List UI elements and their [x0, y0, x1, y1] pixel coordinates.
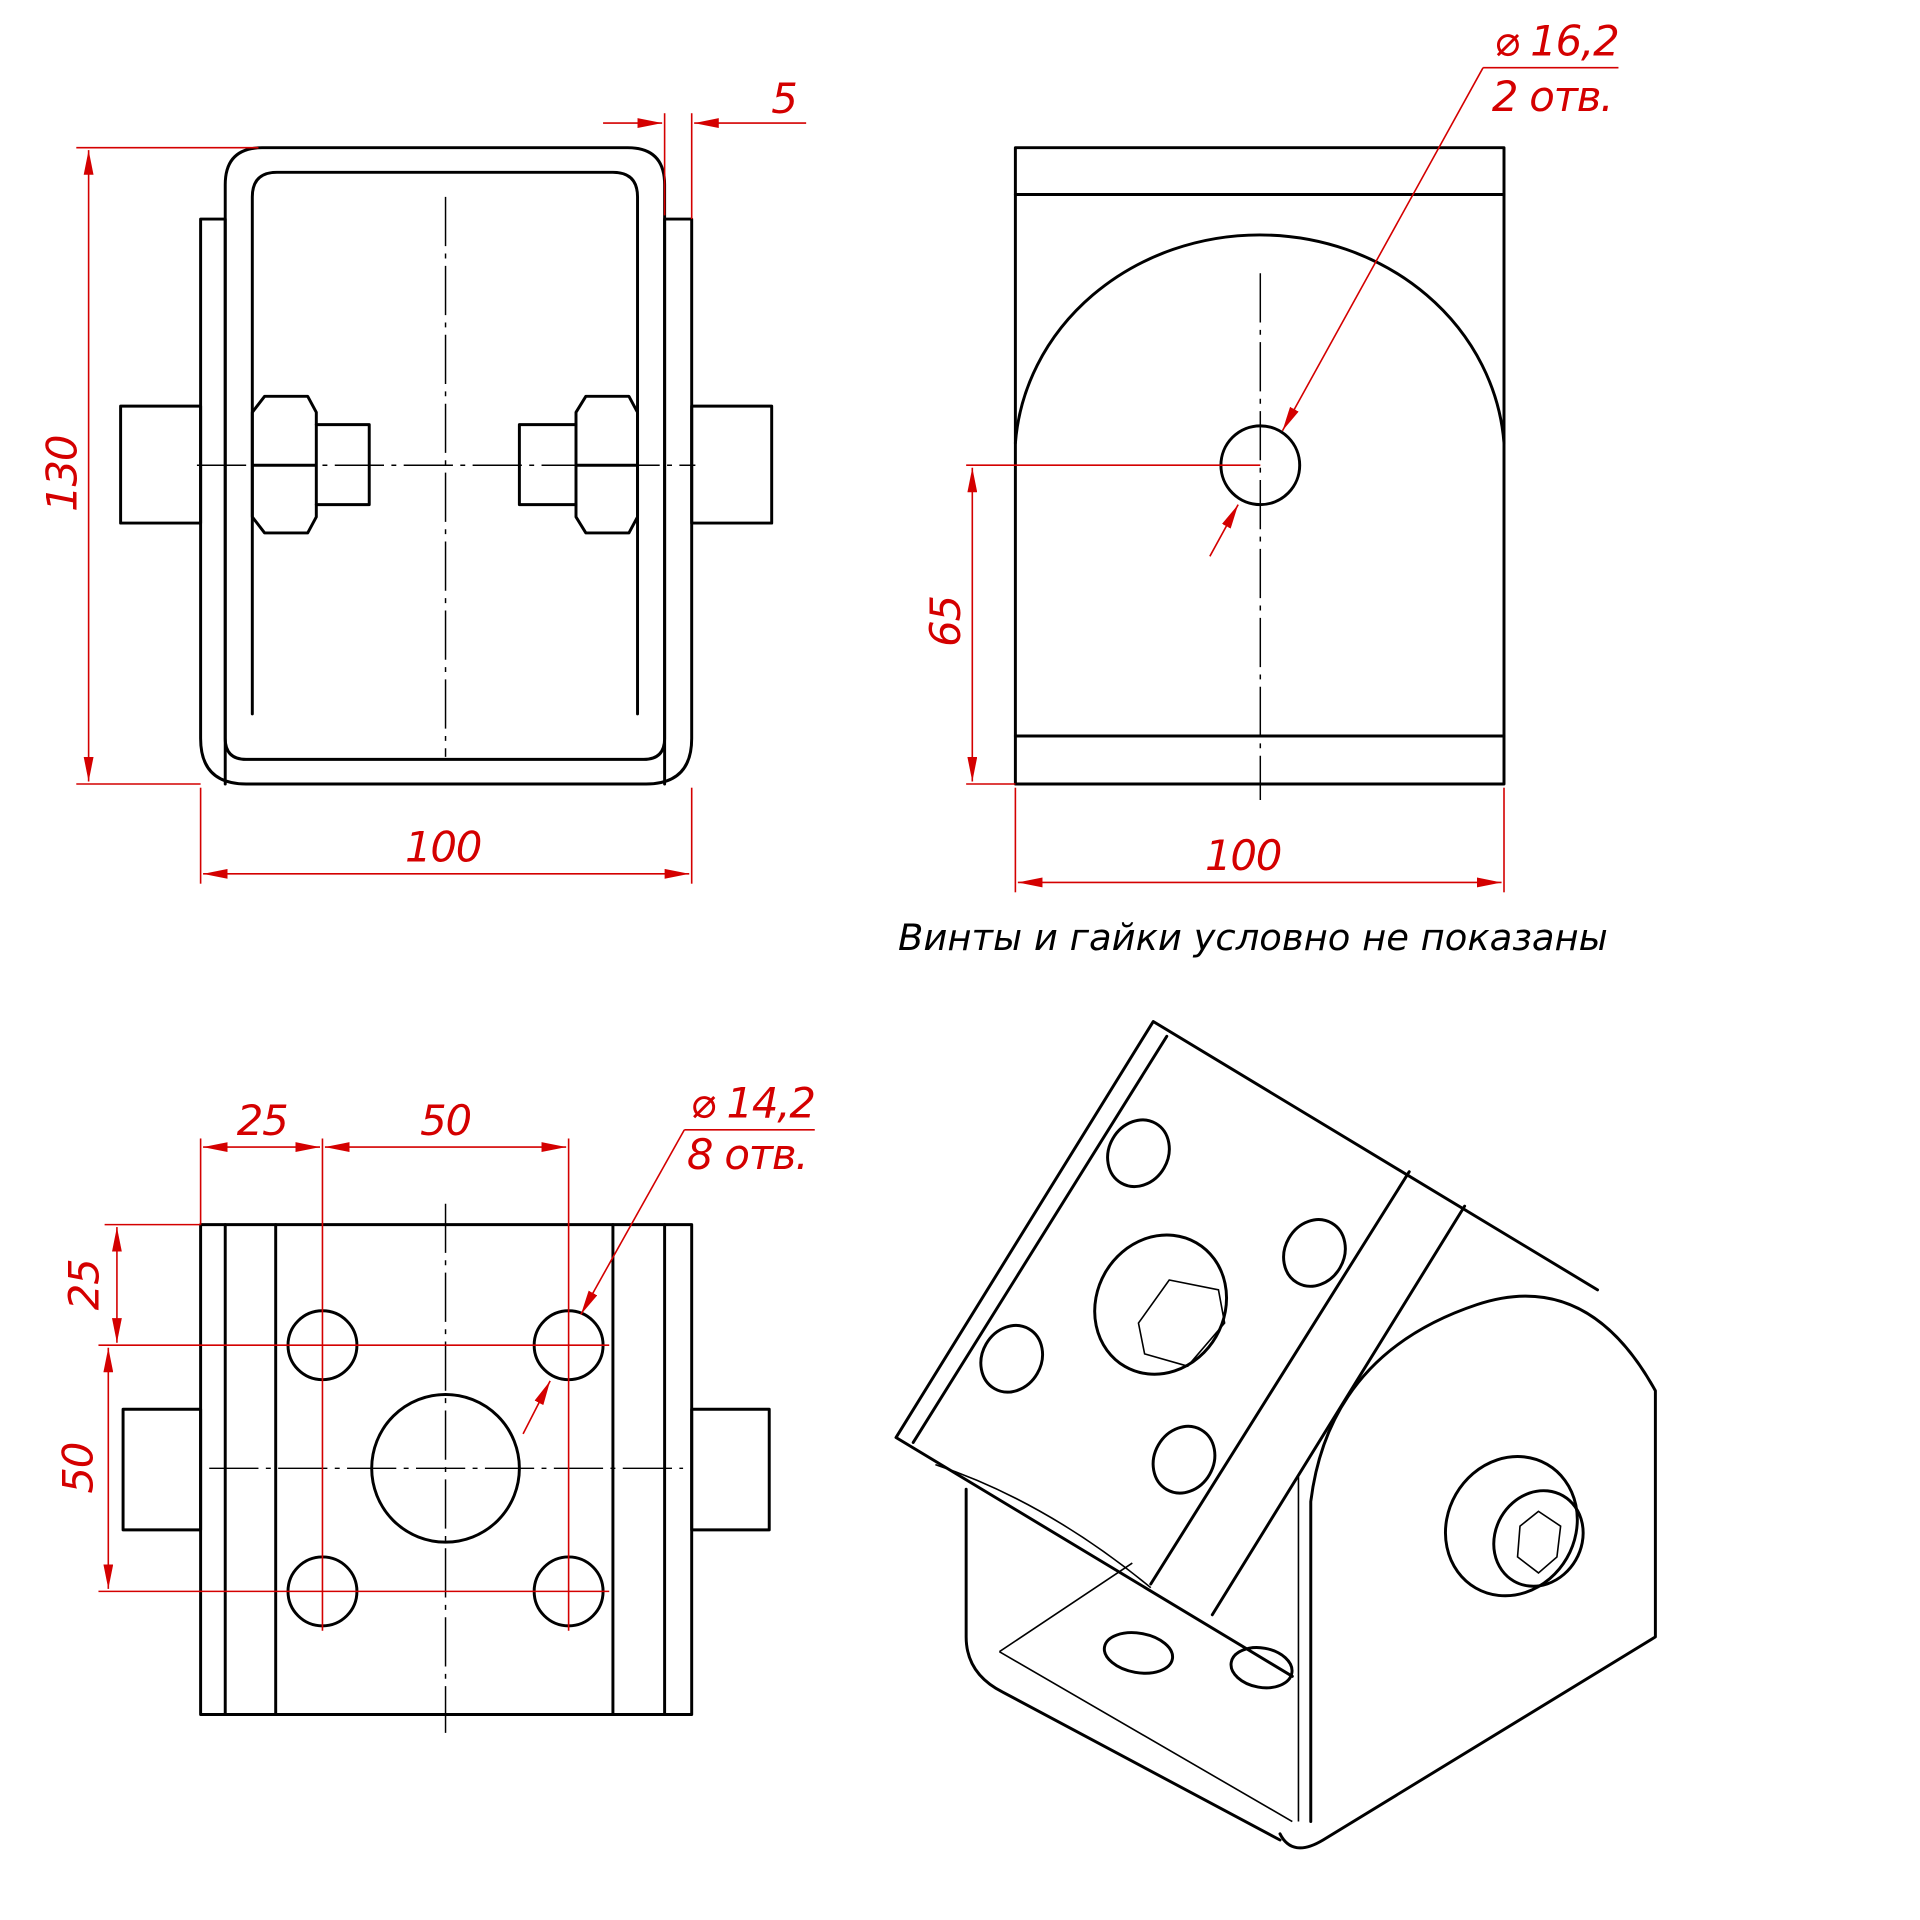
dimension-hole-height: 65: [921, 467, 1016, 785]
dim-50-y-label: 50: [53, 1443, 102, 1494]
dim-130-label: 130: [37, 436, 86, 512]
dim-50-x-label: 50: [420, 1096, 471, 1145]
hole-count-label: 2 отв.: [1492, 72, 1612, 121]
hole-leader: ⌀ 16,2 2 отв.: [1209, 16, 1620, 557]
isometric-view: [894, 1020, 1657, 1850]
top-view: 25 50 25 50 ⌀ 14,2 8 отв.: [53, 1079, 816, 1733]
dim-100-label: 100: [405, 823, 481, 872]
dim-100-label: 100: [1205, 831, 1281, 880]
dimension-width: 100: [199, 787, 693, 884]
dim-5-label: 5: [771, 74, 796, 123]
hole-count-label: 8 отв.: [687, 1130, 807, 1179]
front-view: 130 100 5: [37, 74, 807, 884]
dimension-width: 100: [1014, 787, 1505, 893]
hole-diameter-label: ⌀ 16,2: [1494, 16, 1618, 65]
dim-25-y-label: 25: [59, 1260, 108, 1311]
dimension-thickness: 5: [603, 74, 807, 220]
note-text: Винты и гайки условно не показаны: [898, 916, 1608, 959]
dimension-height: 130: [37, 146, 259, 785]
dim-65-label: 65: [921, 596, 970, 647]
hole-diameter-label: ⌀ 14,2: [691, 1079, 815, 1128]
side-view: ⌀ 16,2 2 отв. 65 100: [921, 16, 1620, 893]
dim-25-x-label: 25: [237, 1096, 288, 1145]
